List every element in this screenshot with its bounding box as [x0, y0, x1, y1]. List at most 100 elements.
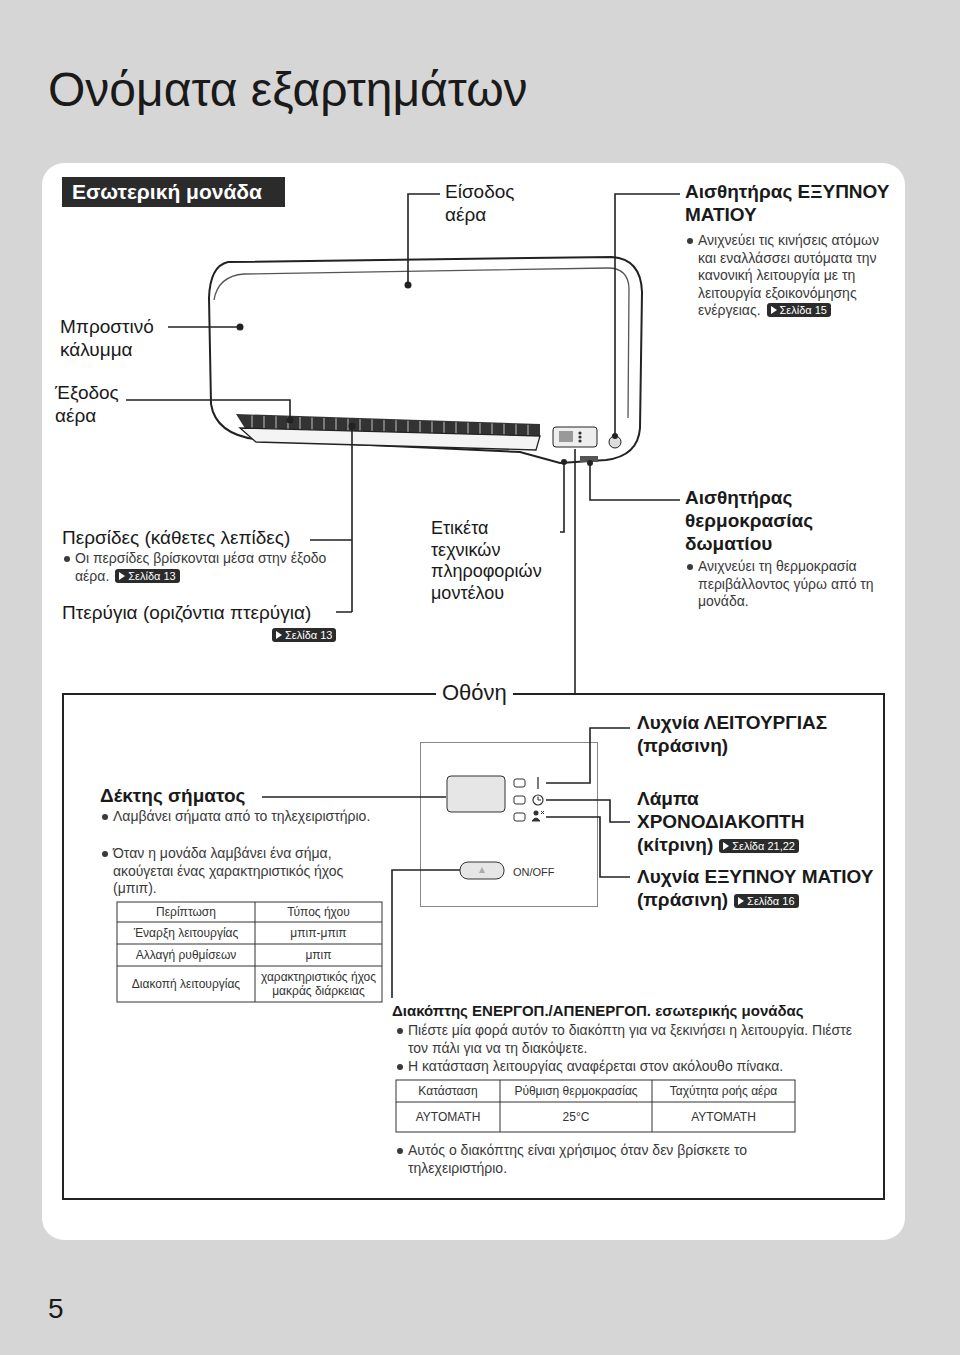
label-text: μπιπ — [305, 948, 331, 962]
part-label: Δέκτης σήματος — [100, 785, 300, 808]
label-text: Η κατάσταση λειτουργίας αναφέρεται στον … — [408, 1058, 783, 1074]
label-text: Κατάσταση — [418, 1084, 477, 1098]
part-note: Οι περσίδες βρίσκονται μέσα στην έξοδο α… — [62, 550, 362, 585]
leader-dot — [237, 324, 244, 331]
part-note: Πιέστε μία φορά αυτόν το διακόπτη για να… — [395, 1022, 875, 1057]
label-text: Αλλαγή ρυθμίσεων — [136, 948, 237, 962]
part-label: Έξοδος αέρα — [55, 382, 165, 428]
bullet-dot — [687, 564, 693, 570]
table-cell: Περίπτωση — [117, 902, 255, 922]
timer-icon — [533, 795, 543, 805]
table-grid — [117, 902, 382, 1002]
table-cell: Ταχύτητα ροής αέρα — [652, 1080, 795, 1102]
part-note: Όταν η μονάδα λαμβάνει ένα σήμα, ακούγετ… — [100, 845, 378, 898]
bullet-dot — [102, 851, 108, 857]
table-cell: Αλλαγή ρυθμίσεων — [117, 944, 255, 966]
table-grid — [396, 1080, 795, 1132]
table-cell: ΑΥΤΟΜΑΤΗ — [652, 1102, 795, 1132]
operation-lamp — [514, 779, 525, 787]
part-note: Ανιχνεύει τις κινήσεις ατόμων και εναλλά… — [685, 232, 895, 320]
table-cell: Κατάσταση — [396, 1080, 500, 1102]
label-text: ΑΥΤΟΜΑΤΗ — [416, 1110, 481, 1124]
leader-line — [168, 326, 240, 328]
leader-line — [546, 800, 630, 822]
leader-line — [560, 462, 564, 532]
louver-blade — [431, 421, 432, 434]
display-frame: ΟθόνηON/OFF — [62, 693, 885, 1200]
louver-blade — [395, 420, 396, 433]
label-text: χαρακτηριστικός ήχος μακράς διάρκειας — [258, 970, 379, 999]
leader-dots — [237, 282, 619, 467]
louver-blade — [311, 418, 312, 431]
lamp-label: Λάμπα ΧΡΟΝΟΔΙΑΚΟΠΤΗ (κίτρινη)Σελίδα 21,2… — [637, 788, 842, 856]
unit-body — [209, 257, 642, 463]
part-note: Λαμβάνει σήματα από το τηλεχειριστήριο. — [100, 808, 378, 826]
part-note: Η κατάσταση λειτουργίας αναφέρεται στον … — [395, 1058, 875, 1076]
table-grid — [396, 1080, 795, 1132]
timer-hands — [538, 797, 541, 801]
smart-eye-lamp — [514, 813, 525, 821]
louver-blade — [443, 422, 444, 434]
page-title: Ονόματα εξαρτημάτων — [48, 62, 528, 117]
button-mark — [479, 867, 485, 873]
part-label: Ετικέτα τεχνικών πληροφοριών μοντέλου — [431, 518, 558, 604]
part-label: Μπροστινό κάλυμμα — [60, 316, 185, 362]
louver-blade — [251, 416, 252, 430]
bullet-dot — [64, 556, 70, 562]
page-number: 5 — [48, 1292, 108, 1326]
label-text: Μπροστινό κάλυμμα — [60, 316, 154, 360]
section-heading: Εσωτερική μονάδα — [62, 177, 285, 207]
display-panel: ON/OFF — [420, 742, 598, 907]
louver-blade — [383, 420, 384, 433]
label-text: Ετικέτα τεχνικών πληροφοριών μοντέλου — [431, 518, 542, 603]
front-cover-edge — [214, 268, 629, 418]
louver-blade — [371, 419, 372, 432]
timer-lamp — [514, 796, 525, 804]
leader-line — [615, 194, 680, 436]
label-text: Ανιχνεύει τη θερμοκρασία περιβάλλοντος γ… — [698, 558, 874, 609]
bullet-dot — [397, 1064, 403, 1070]
label-text: Λυχνία ΛΕΙΤΟΥΡΓΙΑΣ (πράσινη) — [637, 712, 827, 756]
display-drawing — [447, 776, 544, 879]
bullet-dot — [687, 238, 693, 244]
lamp-dot — [578, 435, 581, 438]
table-cell: Ρύθμιση θερμοκρασίας — [500, 1080, 652, 1102]
bullet-dot — [397, 1148, 403, 1154]
label-text: Δέκτης σήματος — [100, 785, 245, 806]
louver-blade — [503, 424, 504, 436]
part-label: Αισθητήρας θερμοκρασίας δωματίου — [685, 487, 900, 555]
label-text: Ρύθμιση θερμοκρασίας — [514, 1084, 637, 1098]
label-text: Πιέστε μία φορά αυτόν το διακόπτη για να… — [408, 1022, 852, 1056]
part-note: Ανιχνεύει τη θερμοκρασία περιβάλλοντος γ… — [685, 558, 890, 611]
leader-line — [546, 728, 630, 783]
signal-receiver — [447, 776, 505, 812]
flap — [240, 428, 540, 450]
operation-icon — [537, 777, 538, 789]
label-text: Περσίδες (κάθετες λεπίδες) — [62, 527, 290, 548]
louver-blade — [407, 421, 408, 434]
label-text: 25°C — [563, 1110, 590, 1124]
leader-dot — [561, 459, 567, 465]
leader-line — [310, 426, 352, 612]
louver-blade — [323, 418, 324, 431]
label-text: Διακόπτης ΕΝΕΡΓΟΠ./ΑΠΕΝΕΡΓΟΠ. εσωτερικής… — [392, 1002, 804, 1019]
lamp-label: Λυχνία ΕΞΥΠΝΟΥ ΜΑΤΙΟΥ (πράσινη)Σελίδα 16 — [637, 866, 882, 912]
label-text: Αισθητήρας θερμοκρασίας δωματίου — [685, 487, 813, 554]
table-cell: ΑΥΤΟΜΑΤΗ — [396, 1102, 500, 1132]
label-text: μπιπ-μπιπ — [290, 926, 346, 940]
bullet-dot — [397, 1028, 403, 1034]
label-text: Όταν η μονάδα λαμβάνει ένα σήμα, ακούγετ… — [113, 845, 343, 896]
table-cell: Έναρξη λειτουργίας — [117, 922, 255, 944]
lamp-dot — [578, 439, 581, 442]
lamp-label: Λυχνία ΛΕΙΤΟΥΡΓΙΑΣ (πράσινη) — [637, 712, 837, 758]
leader-line — [262, 796, 446, 798]
label-text: Περίπτωση — [156, 905, 216, 919]
part-label: Είσοδος αέρα — [445, 181, 555, 227]
table-cell: Τύπος ήχου — [255, 902, 382, 922]
louver-blade — [299, 417, 300, 430]
indoor-unit — [209, 257, 642, 463]
louver-blade — [455, 422, 456, 434]
louver-blade — [419, 421, 420, 434]
unit-display-window — [559, 431, 573, 442]
leader-dot — [349, 423, 356, 430]
